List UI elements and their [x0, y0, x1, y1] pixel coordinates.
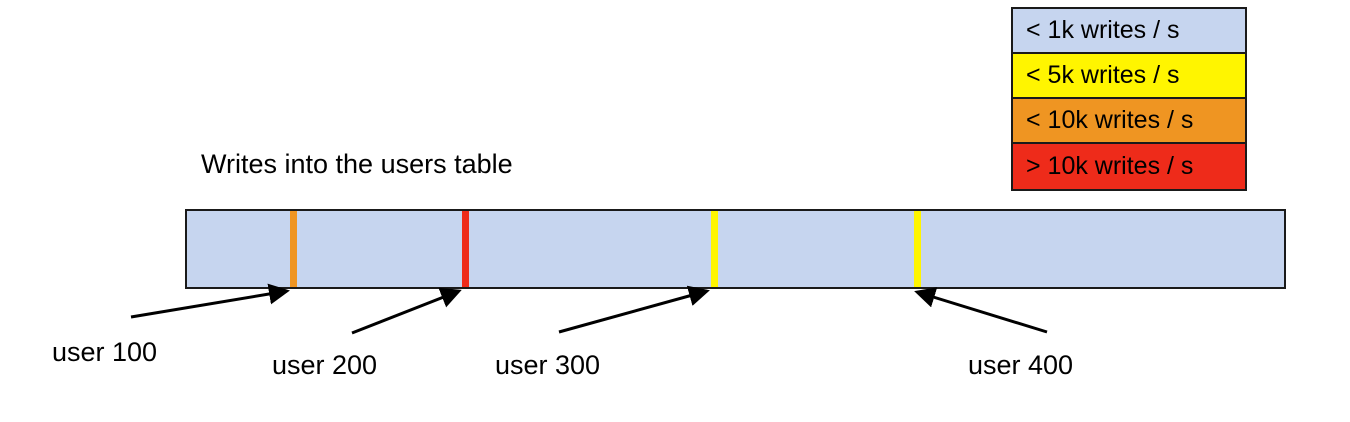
user-200-stripe [462, 211, 469, 287]
user-100-stripe [290, 211, 297, 287]
arrow-user-400 [914, 287, 1048, 334]
user-300-stripe [711, 211, 718, 287]
user-400-stripe [914, 211, 921, 287]
annotation-label-user-100: user 100 [52, 337, 158, 367]
arrow-user-200 [351, 287, 462, 335]
page-title: Writes into the users table [201, 149, 513, 179]
legend-item-lt-5k: < 5k writes / s [1013, 54, 1245, 99]
legend-item-label: < 1k writes / s [1026, 16, 1180, 44]
users-table-bar [185, 209, 1286, 289]
legend-item-label: < 5k writes / s [1026, 61, 1180, 89]
annotation-label-user-300: user 300 [495, 350, 601, 380]
legend-item-gt-10k: > 10k writes / s [1013, 144, 1245, 189]
annotation-label-user-200: user 200 [272, 350, 378, 380]
annotation-label-user-400: user 400 [968, 350, 1074, 380]
arrow-user-100 [130, 283, 290, 319]
legend-item-lt-1k: < 1k writes / s [1013, 9, 1245, 54]
legend-item-lt-10k: < 10k writes / s [1013, 99, 1245, 144]
legend: < 1k writes / s < 5k writes / s < 10k wr… [1011, 7, 1247, 191]
legend-item-label: > 10k writes / s [1026, 152, 1194, 180]
legend-item-label: < 10k writes / s [1026, 106, 1194, 134]
arrow-user-300 [558, 285, 710, 334]
